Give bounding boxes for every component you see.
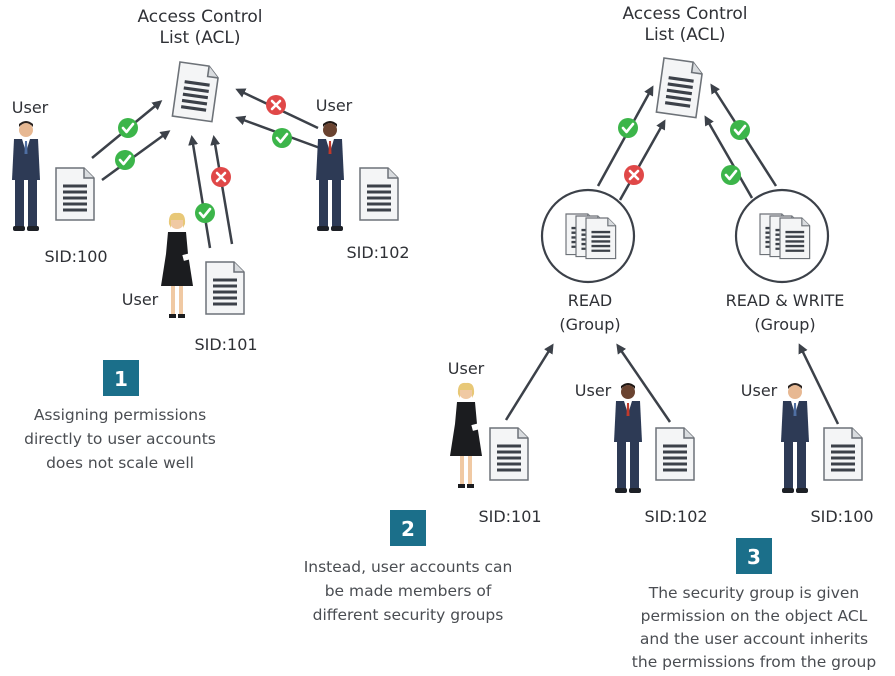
r-user100-label: User xyxy=(741,381,778,400)
read-group-label-line2: (Group) xyxy=(559,315,620,334)
step1-number: 1 xyxy=(114,367,128,391)
sid100-label: SID:100 xyxy=(44,247,107,266)
step3-caption-line3: and the user account inherits xyxy=(640,630,868,648)
r-user100-figure xyxy=(781,383,809,493)
r-user101-figure xyxy=(450,382,482,488)
user101-label: User xyxy=(122,290,159,309)
step1-badge xyxy=(103,360,139,396)
user102-figure xyxy=(316,121,344,231)
step2-number: 2 xyxy=(401,517,415,541)
allow-check-icon xyxy=(113,148,137,172)
r-sid100-label: SID:100 xyxy=(810,507,873,526)
acl-left-title-line2: List (ACL) xyxy=(159,28,240,48)
acl-right-arrows xyxy=(504,83,840,425)
sid102-document-icon xyxy=(358,166,400,222)
step3-caption-line1: The security group is given xyxy=(648,584,860,602)
step1-caption-line3: does not scale well xyxy=(46,454,194,472)
allow-check-icon xyxy=(116,116,140,140)
deny-cross-icon xyxy=(622,163,646,187)
allow-check-icon xyxy=(719,163,743,187)
step2-caption-line3: different security groups xyxy=(313,606,504,624)
read-group-documents-icon xyxy=(566,214,616,259)
sid101-document-icon xyxy=(204,260,246,316)
step1-caption-line2: directly to user accounts xyxy=(24,430,216,448)
allow-check-icon xyxy=(616,116,640,140)
step3-number: 3 xyxy=(747,545,761,569)
sid102-label: SID:102 xyxy=(346,243,409,262)
allow-check-icon xyxy=(728,118,752,142)
readwrite-group-documents-icon xyxy=(760,214,810,259)
deny-cross-icon xyxy=(209,165,233,189)
readwrite-group-label-line1: READ & WRITE xyxy=(726,291,845,310)
r-sid102-label: SID:102 xyxy=(644,507,707,526)
step3-badge xyxy=(736,538,772,574)
user101-figure xyxy=(161,212,193,318)
acl-left-title-line1: Access Control xyxy=(137,7,262,27)
step2-badge xyxy=(390,510,426,546)
readwrite-group-label-line2: (Group) xyxy=(754,315,815,334)
r-sid101-document-icon xyxy=(488,426,530,482)
step3-caption-line2: permission on the object ACL xyxy=(641,607,868,625)
step2-caption-line2: be made members of xyxy=(325,582,492,600)
user100-figure xyxy=(12,121,40,231)
deny-cross-icon xyxy=(264,93,288,117)
allow-check-icon xyxy=(270,126,294,150)
r-sid101-label: SID:101 xyxy=(478,507,541,526)
sid101-label: SID:101 xyxy=(194,335,257,354)
user102-label: User xyxy=(316,96,353,115)
acl-left-document-icon xyxy=(170,60,222,124)
allow-check-icon xyxy=(193,201,217,225)
step2-caption-line1: Instead, user accounts can xyxy=(304,558,513,576)
acl-right-title-line1: Access Control xyxy=(622,4,747,24)
acl-right-title-line2: List (ACL) xyxy=(644,25,725,45)
acl-right-document-icon xyxy=(654,56,706,120)
r-user102-label: User xyxy=(575,381,612,400)
r-user102-figure xyxy=(614,383,642,493)
r-sid102-document-icon xyxy=(654,426,696,482)
user100-label: User xyxy=(12,98,49,117)
r-user101-label: User xyxy=(448,359,485,378)
step3-caption-line4: the permissions from the group xyxy=(632,653,876,671)
step1-caption-line1: Assigning permissions xyxy=(34,406,206,424)
read-group-label-line1: READ xyxy=(568,291,613,310)
sid100-document-icon xyxy=(54,166,96,222)
r-sid100-document-icon xyxy=(822,426,864,482)
